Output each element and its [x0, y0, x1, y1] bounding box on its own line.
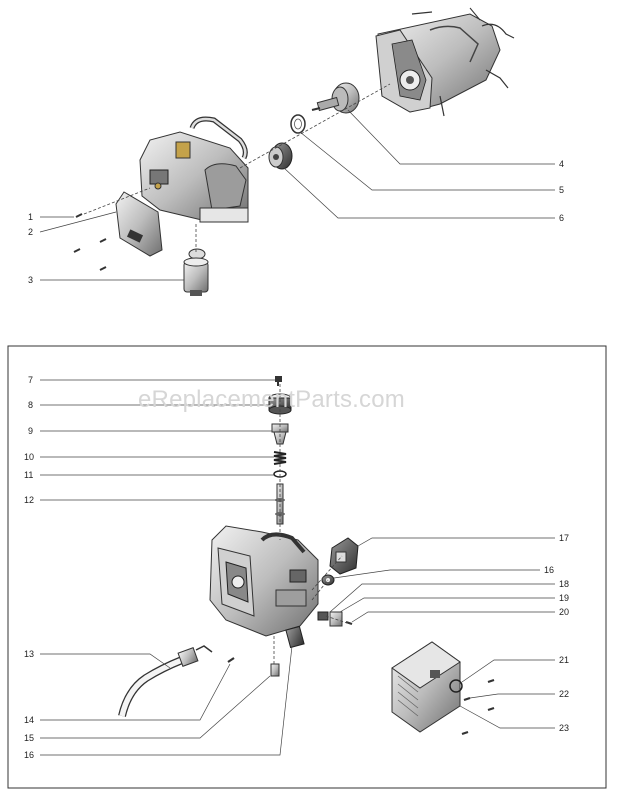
upper-assembly-axes — [83, 83, 391, 254]
part-18-clip — [317, 611, 329, 621]
part-10-spring — [273, 451, 287, 465]
part-13-hose — [118, 645, 213, 717]
callout-18: 18 — [559, 579, 570, 589]
lower-leader-lines — [40, 379, 555, 756]
callout-13: 13 — [24, 649, 35, 659]
upper-assembly — [39, 7, 555, 296]
callout-3: 3 — [28, 275, 34, 285]
callout-19: 19 — [559, 593, 570, 603]
part-9-valve-body — [271, 423, 289, 445]
gearbox-housing — [375, 7, 515, 117]
callout-21: 21 — [559, 655, 570, 665]
part-14-screw — [227, 657, 235, 663]
callout-22: 22 — [559, 689, 570, 699]
part-15-fitting — [270, 663, 280, 677]
callout-16-lower: 16 — [24, 750, 35, 760]
part-5-washer — [290, 114, 306, 134]
callout-8: 8 — [28, 400, 34, 410]
callout-9: 9 — [28, 426, 34, 436]
upper-leader-lines — [39, 109, 555, 281]
callout-17: 17 — [559, 533, 570, 543]
motor-body — [139, 116, 249, 223]
lower-assembly — [40, 376, 555, 756]
callout-16-upper: 16 — [544, 565, 555, 575]
lower-assembly-axes — [273, 384, 351, 664]
part-7-screw — [275, 376, 282, 386]
callout-20: 20 — [559, 607, 570, 617]
callout-7: 7 — [28, 375, 34, 385]
callout-10: 10 — [24, 452, 35, 462]
callout-12: 12 — [24, 495, 35, 505]
callout-2: 2 — [28, 227, 34, 237]
callout-14: 14 — [24, 715, 35, 725]
upper-screws — [73, 213, 107, 271]
part-22-screws — [461, 678, 495, 736]
callout-23: 23 — [559, 723, 570, 733]
lower-assembly-frame — [7, 345, 607, 789]
part-20-screw — [345, 620, 353, 626]
callout-11: 11 — [24, 470, 34, 480]
callout-5: 5 — [559, 185, 565, 195]
callout-15: 15 — [24, 733, 35, 743]
callout-4: 4 — [559, 159, 565, 169]
callout-1: 1 — [28, 212, 34, 222]
part-4-gear-shaft — [311, 82, 360, 114]
part-2-cover-plate — [115, 191, 163, 257]
pump-housing — [209, 525, 319, 637]
part-16-switch-lower — [285, 625, 305, 649]
part-23-cover — [391, 641, 461, 733]
part-6-gear — [268, 142, 293, 170]
callout-6: 6 — [559, 213, 565, 223]
part-17-bracket — [329, 537, 359, 575]
watermark-text: eReplacementParts.com — [138, 386, 405, 413]
part-3-cylinder — [183, 248, 209, 296]
part-21-oring — [449, 679, 463, 693]
